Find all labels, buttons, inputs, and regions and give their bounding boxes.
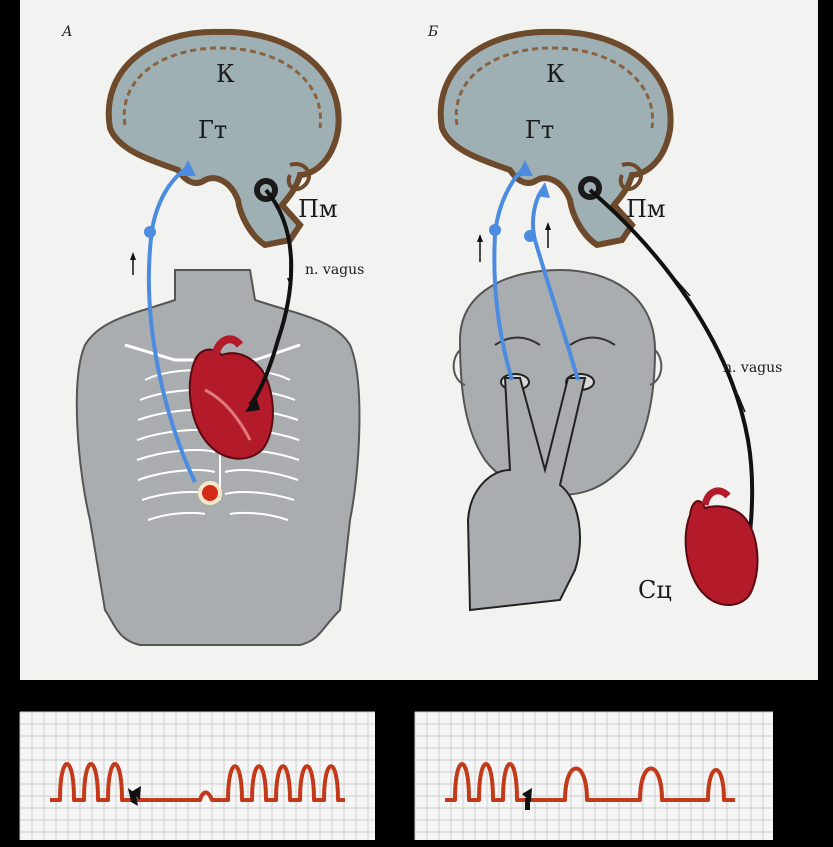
ecg-strip-b: [415, 712, 773, 840]
hypothalamus-label: Гт: [198, 116, 227, 144]
torso-icon: [77, 270, 360, 645]
nerve-label: n. vagus: [723, 360, 782, 376]
ecg-strip-a: [20, 712, 375, 840]
medulla-label: Пм: [626, 195, 666, 223]
receptor-icon: [200, 483, 220, 503]
medulla-label: Пм: [298, 195, 338, 223]
hypothalamus-label: Гт: [525, 116, 554, 144]
cortex-label: К: [216, 60, 235, 88]
ganglion-icon: [489, 224, 501, 236]
cortex-label: К: [546, 60, 565, 88]
nerve-label: n. vagus: [305, 262, 364, 278]
ganglion-icon: [524, 230, 536, 242]
ganglion-icon: [144, 226, 156, 238]
panel-b-letter: Б: [428, 24, 438, 40]
heart-label: Сц: [638, 576, 672, 604]
panel-a-letter: А: [62, 24, 73, 40]
